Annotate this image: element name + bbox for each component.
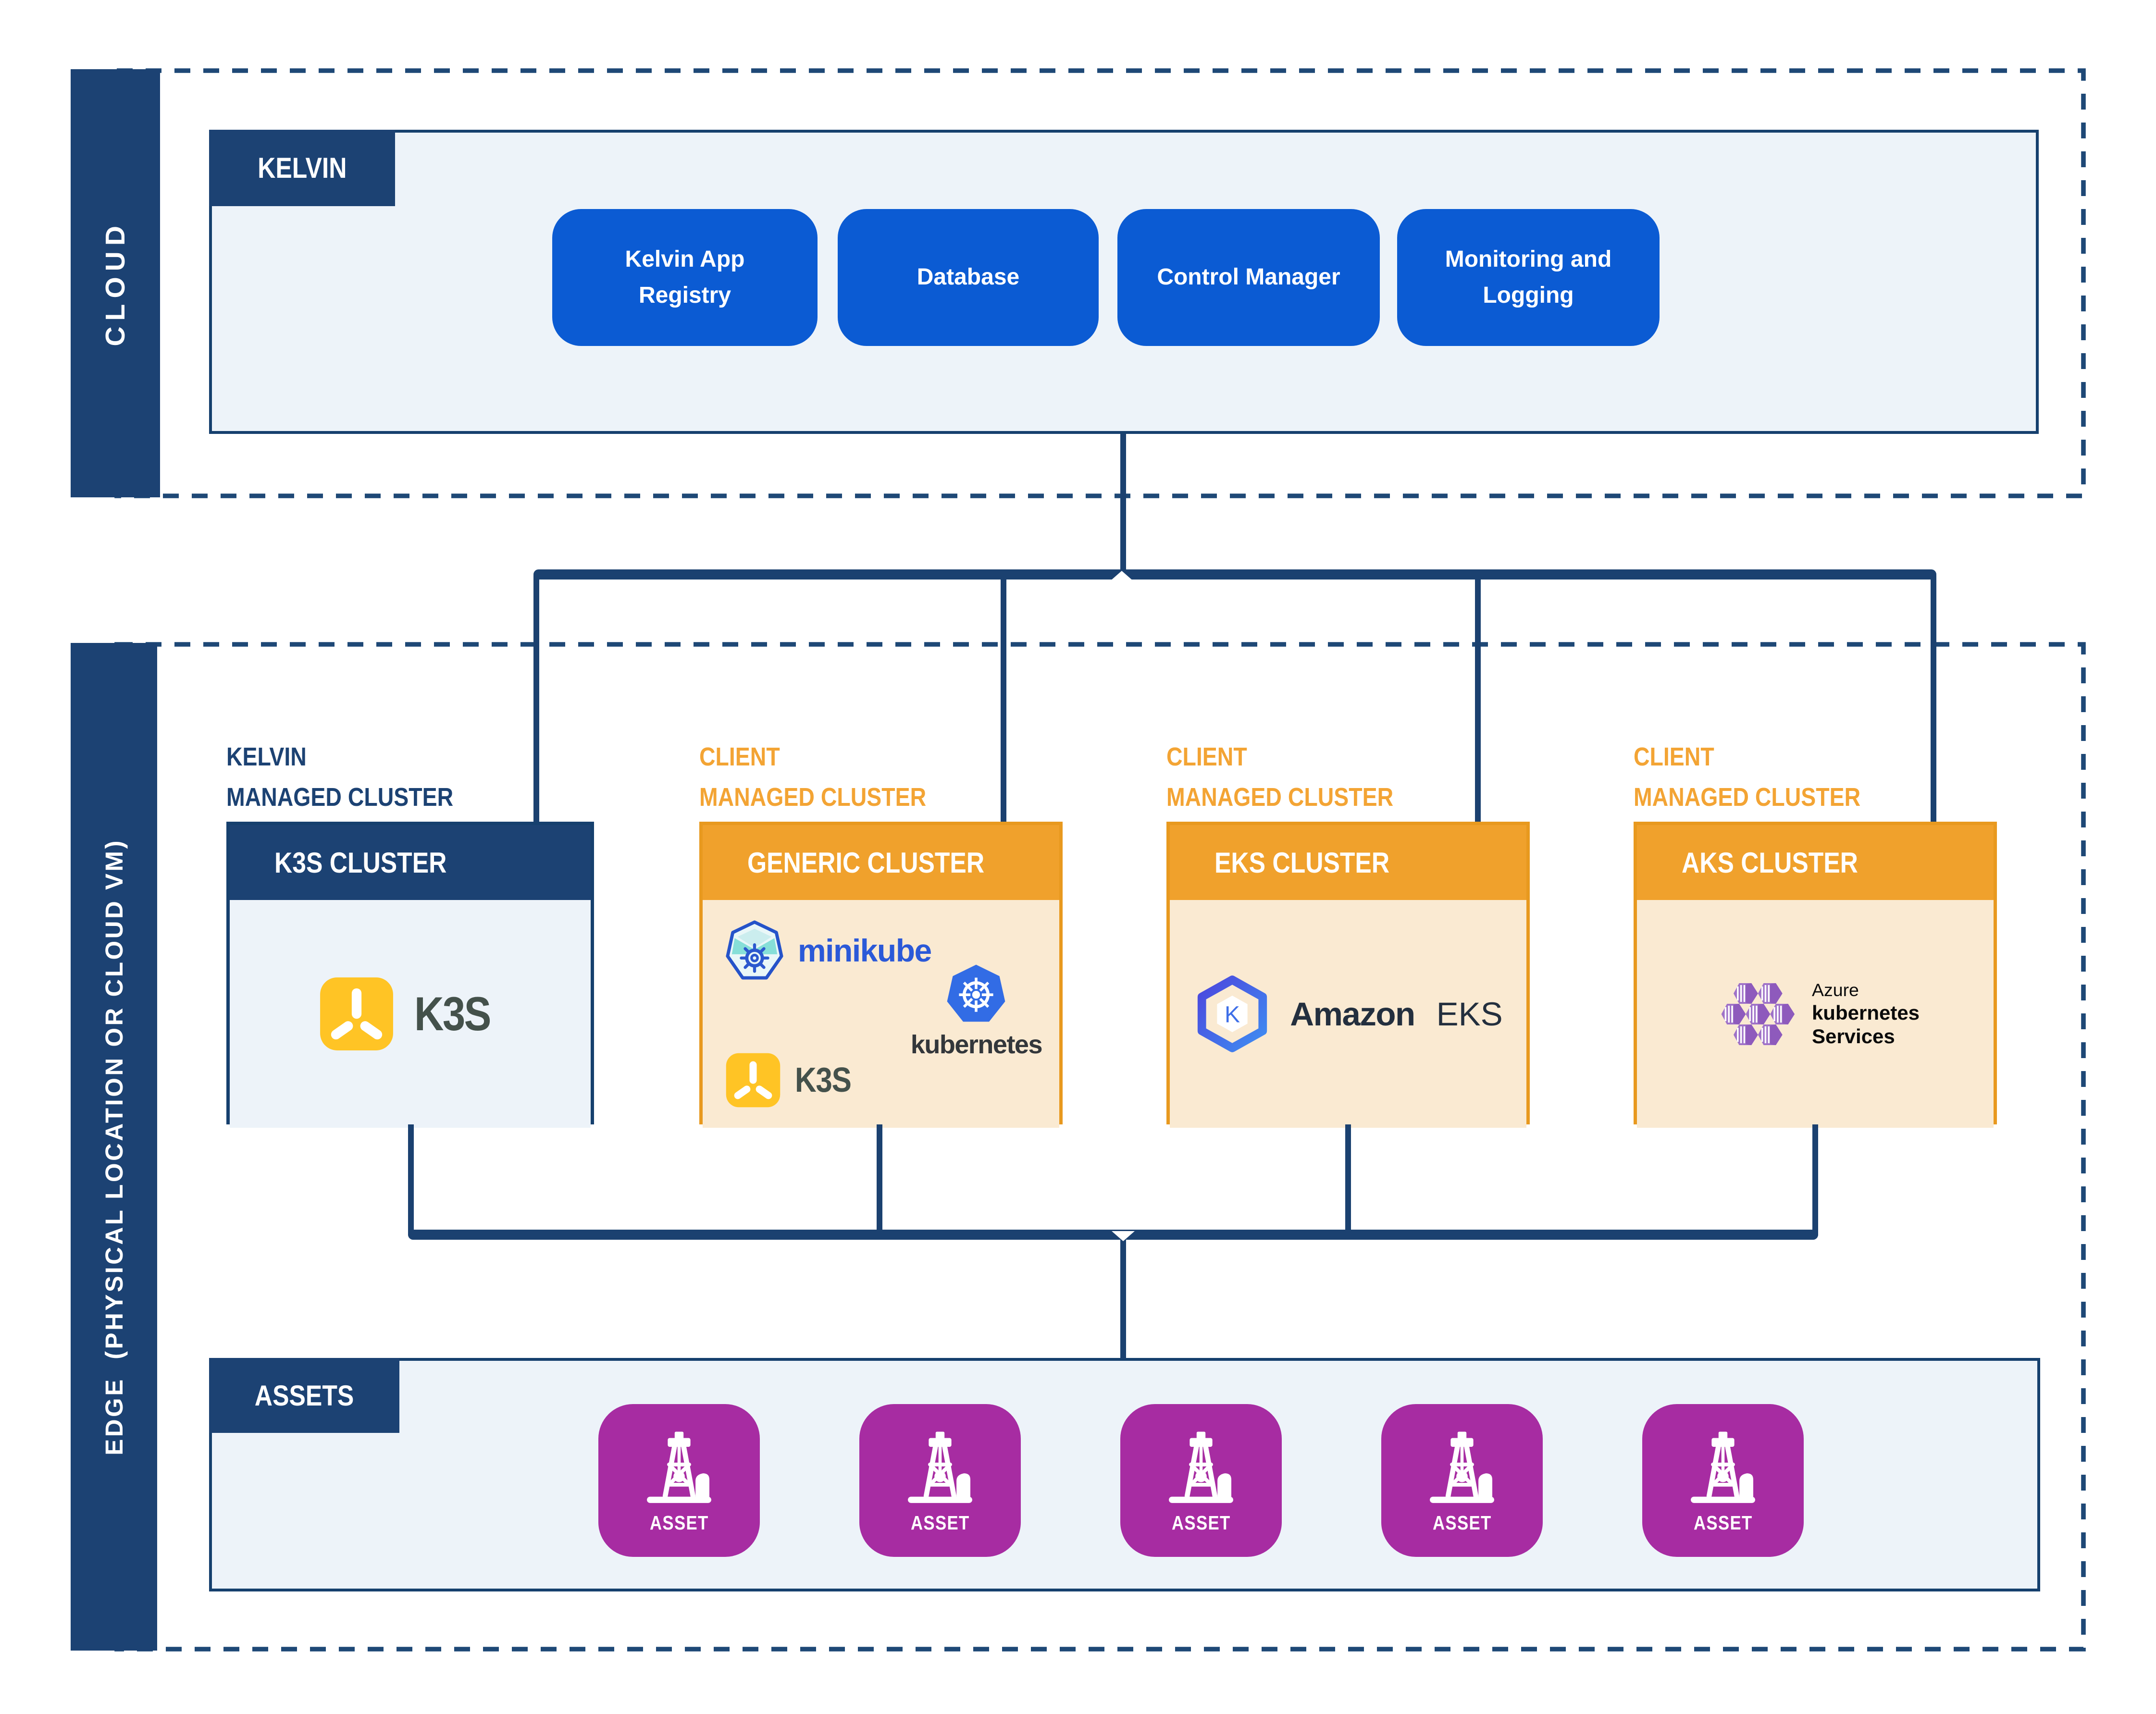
azure-aks-wordmark: Azure kubernetes Services: [1812, 979, 1920, 1048]
minikube-logo: minikube: [724, 920, 932, 981]
connector-kelvin-down: [1120, 434, 1126, 575]
k3s-icon: [320, 977, 394, 1050]
connector-top-distribution-bar: [533, 569, 1936, 580]
asset-label: ASSET: [910, 1512, 970, 1534]
asset-card: ASSET: [1642, 1404, 1804, 1557]
owner-line2: MANAGED CLUSTER: [1166, 783, 1394, 812]
oil-derrick-icon: [1691, 1431, 1755, 1503]
kubernetes-logo: kubernetes: [910, 961, 1043, 1060]
oil-derrick-icon: [908, 1431, 972, 1503]
k3s-logo-small: K3S: [724, 1051, 860, 1109]
oil-derrick-icon: [647, 1431, 711, 1503]
cluster-header-aks: AKS CLUSTER: [1637, 825, 1994, 900]
aks-line-services: Services: [1811, 1025, 1895, 1048]
service-node-kelvin-app-registry: Kelvin App Registry: [552, 209, 818, 346]
azure-aks-logo: Azure kubernetes Services: [1711, 979, 1920, 1048]
k3s-icon: [726, 1053, 781, 1108]
cluster-box-generic: GENERIC CLUSTER m: [699, 822, 1063, 1128]
connector-k3s-down: [408, 1124, 414, 1235]
cluster-owner-label-client-2: CLIENT MANAGED CLUSTER: [1166, 737, 1430, 817]
connector-assets-down: [1120, 1237, 1126, 1359]
eks-wordmark: EKS: [1436, 995, 1503, 1033]
connector-arrowhead-up: [1110, 571, 1133, 581]
cluster-box-eks: EKS CLUSTER K Amazon EKS: [1166, 822, 1530, 1128]
cluster-body-k3s: K3S: [230, 900, 591, 1128]
service-label: Monitoring and Logging: [1445, 247, 1612, 308]
edge-region-dashed-border: [114, 642, 2086, 1652]
cloud-region-bar: CLOUD: [71, 69, 160, 497]
cluster-owner-label-client-1: CLIENT MANAGED CLUSTER: [699, 737, 963, 817]
svg-text:K: K: [1225, 1002, 1240, 1028]
k3s-wordmark: K3S: [414, 987, 491, 1040]
owner-line1: CLIENT: [1634, 742, 1714, 771]
cluster-body-aks: Azure kubernetes Services: [1637, 900, 1994, 1128]
amazon-wordmark: Amazon: [1290, 995, 1415, 1033]
asset-card: ASSET: [598, 1404, 760, 1557]
aks-line-azure: Azure: [1811, 980, 1859, 1000]
connector-generic-down: [877, 1124, 882, 1235]
assets-panel-title-tab: ASSETS: [209, 1358, 399, 1433]
connector-drop-generic: [1001, 575, 1006, 822]
azure-aks-icon: [1720, 983, 1796, 1045]
connector-drop-aks: [1931, 575, 1936, 822]
owner-line1: CLIENT: [699, 742, 780, 771]
oil-derrick-icon: [1169, 1431, 1233, 1503]
connector-drop-k3s: [533, 575, 539, 822]
cluster-body-generic: minikube kubernetes: [703, 900, 1059, 1128]
owner-line2: MANAGED CLUSTER: [1634, 783, 1861, 812]
cluster-title: AKS CLUSTER: [1682, 846, 1858, 879]
minikube-icon: [726, 920, 783, 980]
asset-label: ASSET: [1432, 1512, 1492, 1534]
cluster-header-k3s: K3S CLUSTER: [230, 825, 591, 900]
service-label: Control Manager: [1157, 264, 1340, 290]
kubernetes-wordmark: kubernetes: [910, 1030, 1043, 1059]
kelvin-panel-title-tab: KELVIN: [209, 130, 395, 206]
kelvin-panel-title: KELVIN: [257, 152, 347, 184]
service-node-database: Database: [838, 209, 1099, 346]
cluster-header-eks: EKS CLUSTER: [1170, 825, 1526, 900]
service-label: Kelvin App Registry: [625, 247, 745, 308]
owner-line2: MANAGED CLUSTER: [226, 783, 454, 812]
service-label: Database: [917, 264, 1020, 290]
connector-arrowhead-down: [1112, 1231, 1135, 1241]
kubernetes-icon: [947, 964, 1005, 1022]
amazon-eks-icon: K: [1198, 975, 1267, 1052]
cluster-header-generic: GENERIC CLUSTER: [703, 825, 1059, 900]
k3s-logo: K3S: [318, 975, 503, 1053]
cluster-title: GENERIC CLUSTER: [747, 846, 985, 879]
owner-line1: KELVIN: [226, 742, 307, 771]
cluster-body-eks: K Amazon EKS: [1170, 900, 1526, 1128]
connector-drop-eks: [1475, 575, 1481, 822]
asset-label: ASSET: [1693, 1512, 1753, 1534]
oil-derrick-icon: [1430, 1431, 1494, 1503]
service-node-monitoring-logging: Monitoring and Logging: [1397, 209, 1660, 346]
minikube-wordmark: minikube: [798, 933, 932, 968]
cluster-title: K3S CLUSTER: [274, 846, 447, 879]
asset-card: ASSET: [1381, 1404, 1543, 1557]
connector-eks-down: [1345, 1124, 1351, 1235]
k3s-wordmark: K3S: [795, 1061, 852, 1099]
cluster-owner-label-client-3: CLIENT MANAGED CLUSTER: [1634, 737, 1897, 817]
assets-panel-title: ASSETS: [254, 1379, 354, 1412]
cluster-owner-label-kelvin: KELVIN MANAGED CLUSTER: [226, 737, 490, 817]
asset-card: ASSET: [1120, 1404, 1282, 1557]
aks-line-kubernetes: kubernetes: [1811, 1001, 1920, 1024]
edge-region-bar: EDGE (PHYSICAL LOCATION OR CLOUD VM): [71, 643, 157, 1651]
connector-aks-down: [1812, 1124, 1818, 1235]
edge-region-label: EDGE (PHYSICAL LOCATION OR CLOUD VM): [100, 838, 128, 1455]
cloud-region-label: CLOUD: [100, 220, 131, 346]
asset-label: ASSET: [1171, 1512, 1231, 1534]
asset-label: ASSET: [649, 1512, 709, 1534]
cluster-box-aks: AKS CLUSTER: [1634, 822, 1997, 1128]
cluster-box-k3s: K3S CLUSTER K3S: [226, 822, 594, 1128]
amazon-eks-logo: K Amazon EKS: [1193, 975, 1503, 1053]
service-node-control-manager: Control Manager: [1117, 209, 1380, 346]
cluster-title: EKS CLUSTER: [1214, 846, 1390, 879]
owner-line2: MANAGED CLUSTER: [699, 783, 927, 812]
asset-card: ASSET: [859, 1404, 1021, 1557]
owner-line1: CLIENT: [1166, 742, 1247, 771]
